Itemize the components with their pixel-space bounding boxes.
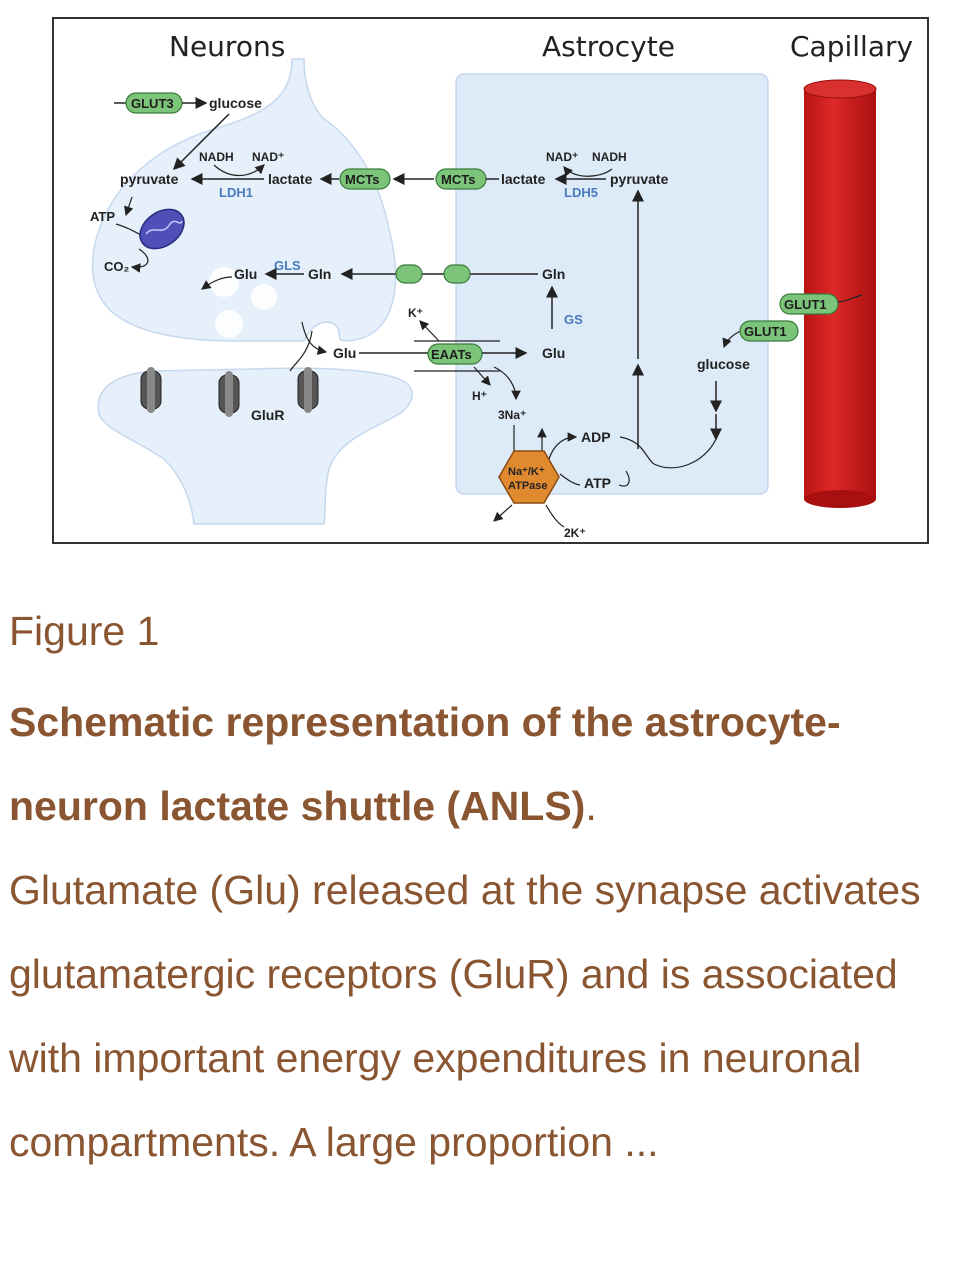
- gs-label: GS: [564, 312, 583, 327]
- mitochondrion-icon: [139, 208, 185, 250]
- glut3-label: GLUT3: [131, 96, 174, 111]
- header-capillary: Capillary: [790, 30, 913, 63]
- capillary-bottom: [804, 490, 876, 508]
- synaptic-glu: Glu: [333, 345, 356, 361]
- eaats-label: EAATs: [431, 347, 472, 362]
- astrocyte-glucose: glucose: [697, 356, 750, 372]
- astrocyte-body: [455, 73, 769, 495]
- figure-caption: Schematic representation of the astrocyt…: [9, 680, 969, 1184]
- eaat-transporter: [427, 343, 483, 365]
- na-k-atpase-icon: [498, 450, 560, 504]
- nak-label: Na⁺/K⁺: [508, 466, 545, 478]
- postsynaptic-terminal: [97, 367, 413, 525]
- astrocyte-gln: Gln: [542, 266, 565, 282]
- neuron-gln: Gln: [308, 266, 331, 282]
- glutamate-receptor-icon: [218, 371, 240, 417]
- caption-body: Glutamate (Glu) released at the synapse …: [9, 867, 921, 1165]
- gls-label: GLS: [274, 258, 301, 273]
- capillary-top: [803, 79, 877, 99]
- k-ion-label: K⁺: [408, 306, 423, 320]
- neuron-mct-transporter: [339, 168, 391, 190]
- astrocyte-nad: NAD⁺: [546, 150, 578, 164]
- glut1-transporter-astrocyte: [739, 320, 799, 342]
- glut1-b-label: GLUT1: [744, 324, 787, 339]
- h-ion-label: H⁺: [472, 389, 487, 403]
- glutamate-receptor-icon: [297, 367, 319, 413]
- neuron-pyruvate: pyruvate: [120, 171, 179, 187]
- na3-label: 3Na⁺: [498, 408, 526, 422]
- anls-figure: Neurons Astrocyte Capillary GLUT3 glucos…: [52, 17, 929, 544]
- atpase-label: ATPase: [508, 480, 548, 492]
- header-astrocyte: Astrocyte: [542, 30, 675, 63]
- gln-transporter-icon: [443, 264, 471, 284]
- astrocyte-lactate: lactate: [501, 171, 546, 187]
- neuron-nad: NAD⁺: [252, 150, 284, 164]
- header-neurons: Neurons: [169, 30, 285, 63]
- astrocyte-mcts-label: MCTs: [441, 172, 475, 187]
- neuron-atp: ATP: [90, 209, 115, 224]
- ldh1-label: LDH1: [219, 185, 253, 200]
- presynaptic-terminal: [91, 58, 397, 342]
- neuron-lactate: lactate: [268, 171, 313, 187]
- astrocyte-pyruvate: pyruvate: [610, 171, 669, 187]
- neuron-nadh: NADH: [199, 150, 234, 164]
- neuron-co2: CO₂: [104, 259, 130, 274]
- astrocyte-nadh: NADH: [592, 150, 627, 164]
- gln-transporter-icon: [395, 264, 423, 284]
- adp-label: ADP: [581, 429, 611, 445]
- glutamate-receptor-icon: [140, 367, 162, 413]
- figure-label: Figure 1: [9, 608, 160, 654]
- neuron-glucose: glucose: [209, 95, 262, 111]
- vesicle: [209, 267, 239, 297]
- caption-title: Schematic representation of the astrocyt…: [9, 699, 841, 829]
- neuron-glu: Glu: [234, 266, 257, 282]
- anls-diagram: Neurons Astrocyte Capillary GLUT3 glucos…: [90, 30, 913, 540]
- k2-label: 2K⁺: [564, 526, 586, 540]
- vesicle: [251, 284, 277, 310]
- neuron-mcts-label: MCTs: [345, 172, 379, 187]
- astrocyte-glu: Glu: [542, 345, 565, 361]
- vesicle: [215, 310, 243, 338]
- glur-label: GluR: [251, 407, 284, 423]
- glut1-a-label: GLUT1: [784, 297, 827, 312]
- caption-title-end: .: [585, 783, 597, 829]
- glut1-transporter-capillary: [779, 293, 839, 315]
- ldh5-label: LDH5: [564, 185, 598, 200]
- atp-label: ATP: [584, 475, 611, 491]
